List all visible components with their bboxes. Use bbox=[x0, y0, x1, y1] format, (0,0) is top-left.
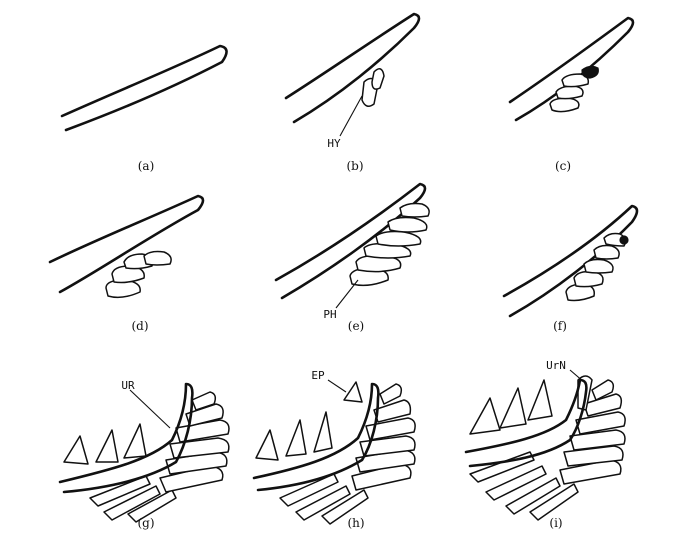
hypural-bone bbox=[574, 272, 603, 287]
panel-a-caption: (a) bbox=[138, 159, 155, 173]
leader-line bbox=[328, 380, 346, 392]
ep-label: EP bbox=[311, 369, 325, 382]
urn-label: UrN bbox=[546, 359, 566, 372]
panel-b-caption: (b) bbox=[346, 159, 363, 173]
leader-line bbox=[570, 370, 584, 382]
panel-d: (d) bbox=[50, 196, 203, 333]
panel-i: UrN (i) bbox=[466, 359, 625, 530]
ray-bone bbox=[286, 420, 306, 456]
hypural-bone bbox=[556, 86, 583, 99]
ray-bone bbox=[64, 436, 88, 464]
notochord-outline bbox=[286, 14, 419, 122]
ray-bone bbox=[314, 412, 332, 452]
panel-d-caption: (d) bbox=[131, 319, 148, 333]
leader-line bbox=[336, 280, 358, 308]
notochord-outline bbox=[62, 46, 227, 130]
panel-a: (a) bbox=[62, 46, 227, 173]
ray-bone bbox=[256, 430, 278, 460]
panel-g-caption: (g) bbox=[137, 516, 154, 530]
hypural-bone bbox=[372, 69, 384, 89]
ray-bone bbox=[124, 424, 146, 458]
ray-bone bbox=[500, 388, 526, 428]
hypural-bone bbox=[400, 204, 429, 218]
ph-label: PH bbox=[323, 308, 336, 321]
panel-e-caption: (e) bbox=[348, 319, 364, 333]
panel-h: EP (h) bbox=[254, 369, 415, 530]
ray-bone bbox=[470, 398, 500, 434]
ray-bone bbox=[96, 430, 118, 462]
hypural-bone bbox=[584, 260, 613, 274]
hypural-bone bbox=[594, 246, 619, 260]
panel-c: (c) bbox=[510, 18, 633, 173]
panel-f-caption: (f) bbox=[553, 319, 567, 333]
hypural-bone bbox=[376, 232, 421, 247]
epural-bone bbox=[344, 382, 362, 402]
panel-e: PH (e) bbox=[276, 184, 429, 333]
panel-g: UR (g) bbox=[60, 379, 229, 530]
hypural-bone bbox=[388, 218, 427, 233]
hy-label: HY bbox=[327, 137, 341, 150]
panel-b: HY (b) bbox=[286, 14, 419, 173]
hypural-bone bbox=[582, 66, 598, 78]
hypural-bone bbox=[550, 98, 579, 112]
panel-h-caption: (h) bbox=[347, 516, 364, 530]
leader-line bbox=[340, 96, 362, 136]
hypural-bone bbox=[380, 384, 401, 404]
leader-line bbox=[130, 390, 170, 428]
hypural-bone bbox=[144, 252, 171, 266]
hypural-bone bbox=[620, 236, 628, 244]
panel-f: (f) bbox=[504, 206, 637, 333]
panel-i-caption: (i) bbox=[549, 516, 562, 530]
ur-label: UR bbox=[121, 379, 135, 392]
panel-c-caption: (c) bbox=[555, 159, 571, 173]
ray-bone bbox=[528, 380, 552, 420]
